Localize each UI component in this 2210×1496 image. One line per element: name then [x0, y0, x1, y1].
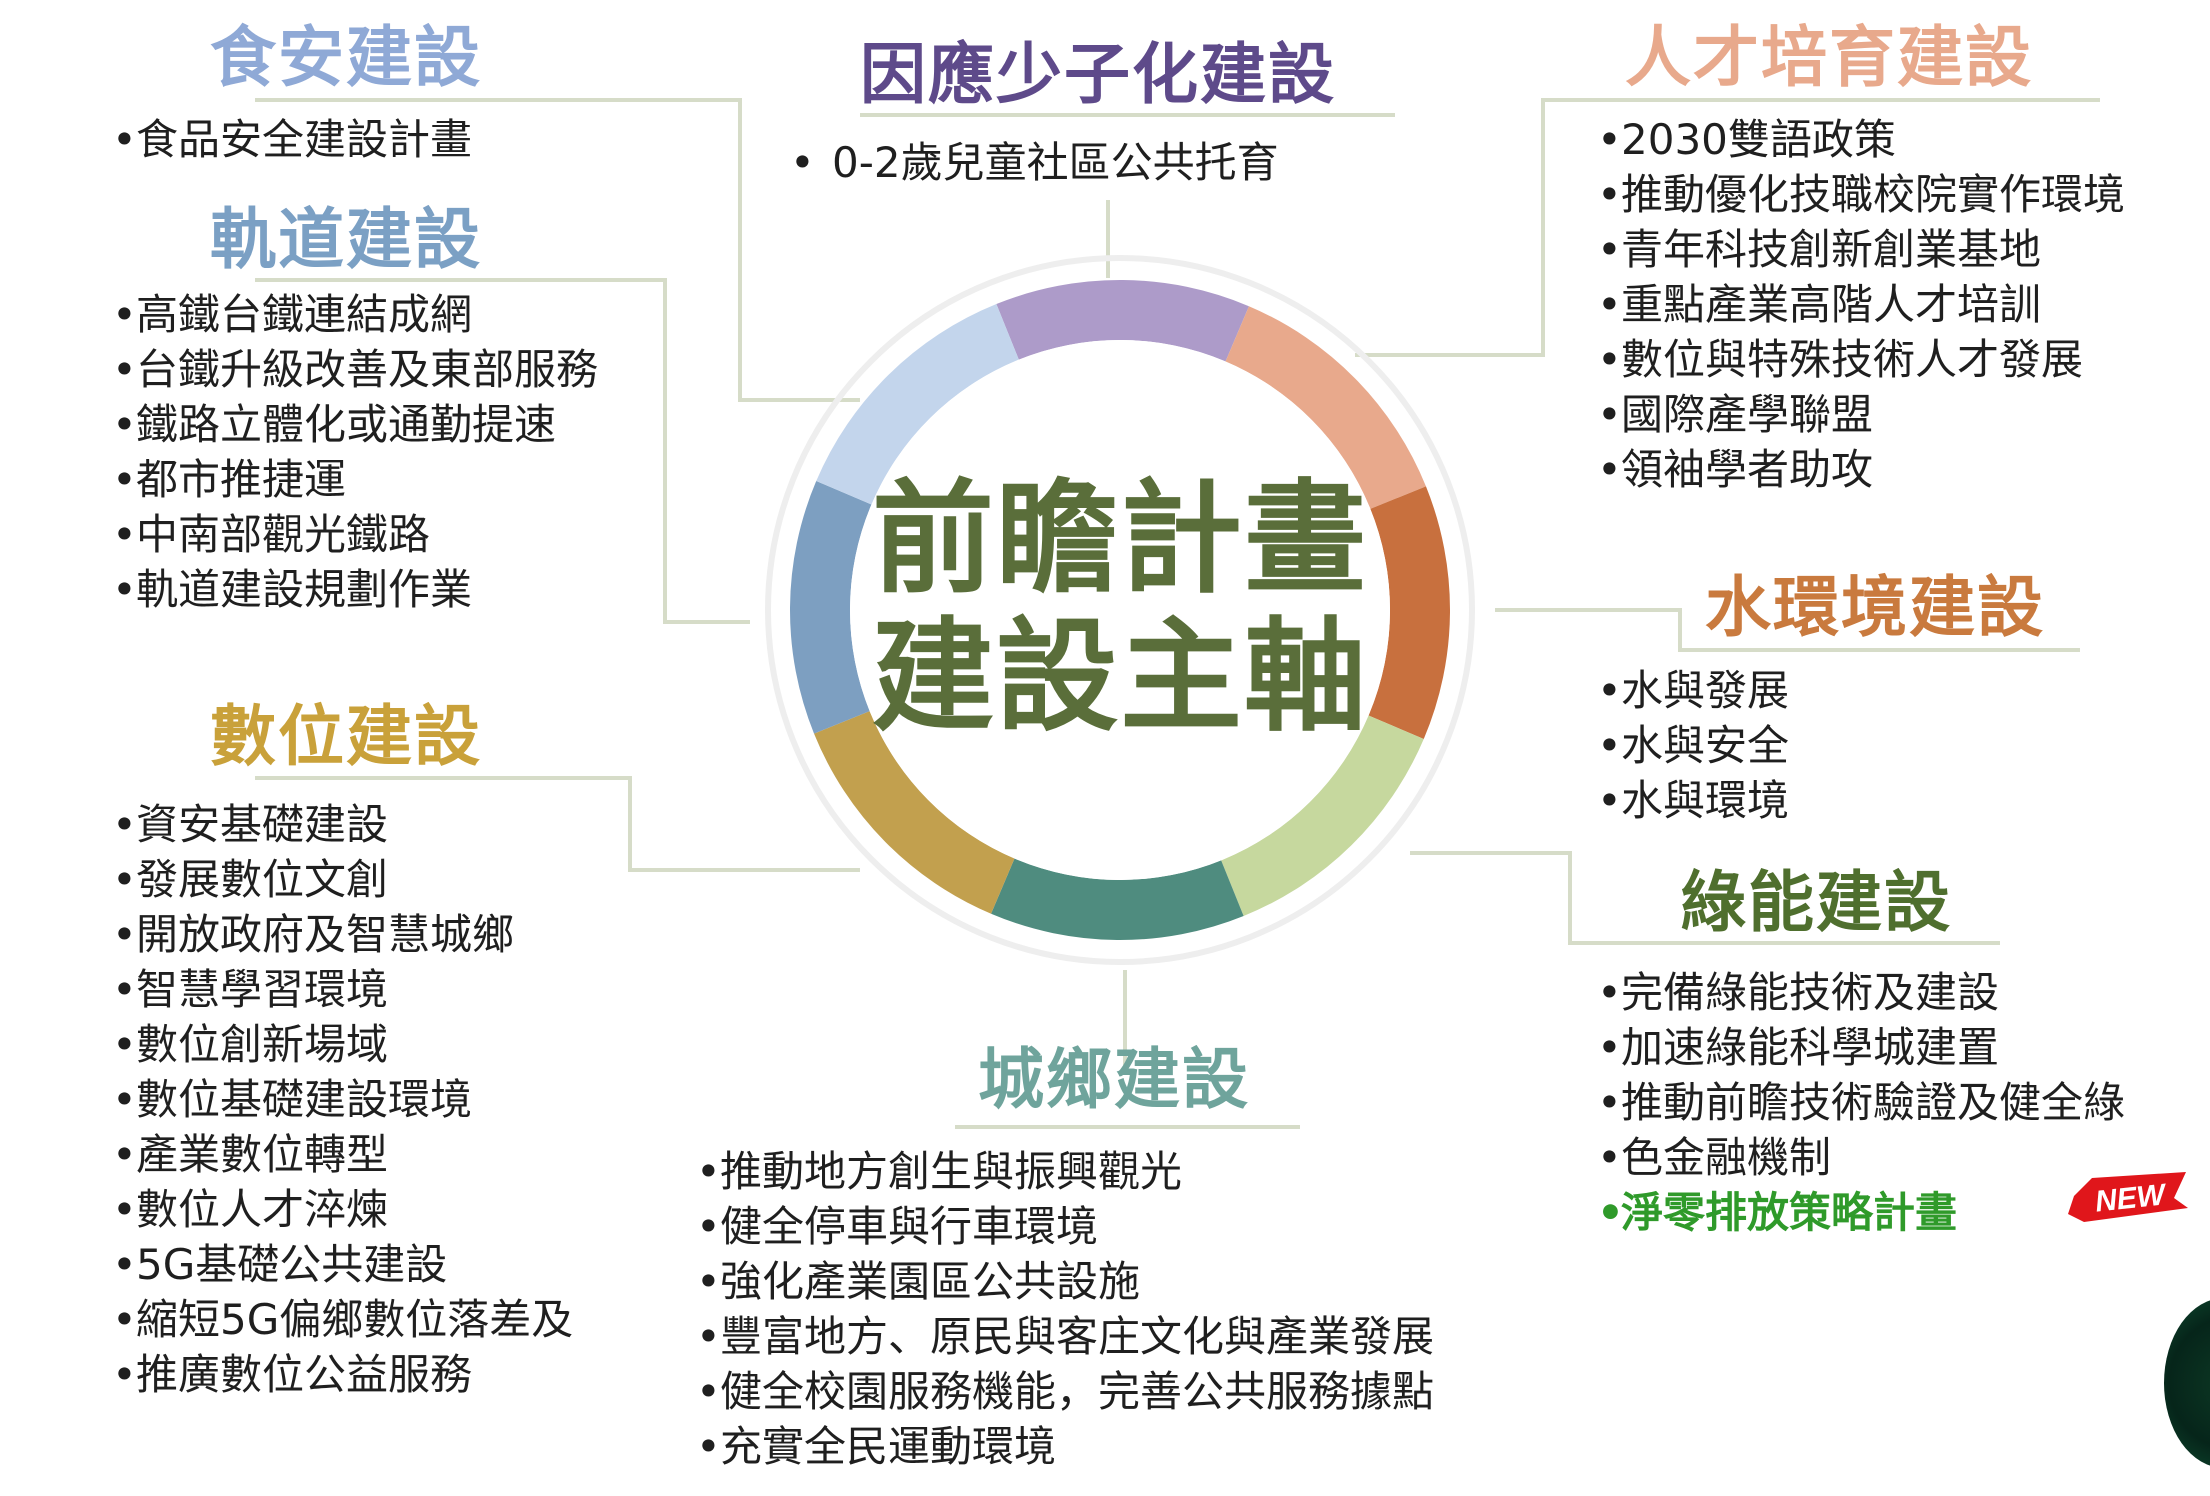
category-title: 數位建設 — [210, 698, 482, 775]
list-item: 縮短5G偏鄉數位落差及 — [112, 1292, 573, 1347]
list-item: 開放政府及智慧城鄉 — [112, 907, 573, 962]
green-energy-list: 完備綠能技術及建設 加速綠能科學城建置 推動前瞻技術驗證及健全綠 色金融機制 淨… — [1597, 965, 2125, 1240]
food-safety-list: 食品安全建設計畫 — [112, 112, 472, 167]
list-item: 2030雙語政策 — [1597, 112, 2125, 167]
connector-green — [1410, 851, 2000, 945]
list-item-continuation-text: 色金融機制 — [1621, 1133, 1832, 1182]
list-item: 領袖學者助攻 — [1597, 442, 2125, 497]
list-item: 青年科技創新創業基地 — [1597, 222, 2125, 277]
list-item: 食品安全建設計畫 — [112, 112, 472, 167]
list-item: 水與環境 — [1597, 773, 1789, 828]
category-title: 人才培育建設 — [1625, 19, 2033, 96]
category-title: 軌道建設 — [210, 201, 482, 278]
ring-center — [850, 340, 1390, 880]
list-item: 推動前瞻技術驗證及健全綠 — [1597, 1075, 2125, 1130]
list-item: 豐富地方、原民與客庄文化與產業發展 — [696, 1309, 1434, 1364]
category-water: 水環境建設 — [1705, 568, 2045, 648]
category-childcare: 因應少子化建設 — [860, 35, 1336, 115]
list-item: 數位人才淬煉 — [112, 1182, 573, 1237]
ring-segment — [996, 280, 1249, 362]
urban-rural-list: 推動地方創生與振興觀光 健全停車與行車環境 強化產業園區公共設施 豐富地方、原民… — [696, 1144, 1434, 1474]
list-item: 智慧學習環境 — [112, 962, 573, 1017]
list-item: 0-2歲兒童社區公共托育 — [790, 135, 1279, 190]
category-title: 因應少子化建設 — [860, 36, 1336, 113]
category-food-safety: 食安建設 — [210, 18, 482, 98]
list-item: 產業數位轉型 — [112, 1127, 573, 1182]
list-item: 資安基礎建設 — [112, 797, 573, 852]
center-title-line1: 前瞻計畫 — [872, 468, 1368, 610]
list-item: 數位與特殊技術人才發展 — [1597, 332, 2125, 387]
ring-segment — [1225, 306, 1426, 509]
list-item: 發展數位文創 — [112, 852, 573, 907]
connector-water — [1495, 608, 2080, 652]
category-green-energy: 綠能建設 — [1680, 863, 1952, 943]
list-item: 國際產學聯盟 — [1597, 387, 2125, 442]
talent-list: 2030雙語政策 推動優化技職校院實作環境 青年科技創新創業基地 重點產業高階人… — [1597, 112, 2125, 497]
category-rail: 軌道建設 — [210, 200, 482, 280]
list-item: 台鐵升級改善及東部服務 — [112, 342, 598, 397]
list-item: 軌道建設規劃作業 — [112, 562, 598, 617]
list-item-continuation: 色金融機制 — [1597, 1130, 2125, 1185]
category-talent: 人才培育建設 — [1625, 18, 2033, 98]
ring-segment — [1221, 715, 1424, 916]
list-item: 重點產業高階人才培訓 — [1597, 277, 2125, 332]
digital-list: 資安基礎建設 發展數位文創 開放政府及智慧城鄉 智慧學習環境 數位創新場域 數位… — [112, 797, 573, 1402]
list-item: 充實全民運動環境 — [696, 1419, 1434, 1474]
category-digital: 數位建設 — [210, 697, 482, 777]
list-item-continuation: 推廣數位公益服務 — [112, 1347, 573, 1402]
new-badge-text: NEW — [2094, 1178, 2170, 1218]
list-item: 中南部觀光鐵路 — [112, 507, 598, 562]
ring-segment — [816, 304, 1019, 505]
list-item: 5G基礎公共建設 — [112, 1237, 573, 1292]
ring-segment — [1368, 486, 1450, 739]
category-title: 綠能建設 — [1680, 864, 1952, 941]
category-title: 水環境建設 — [1705, 569, 2045, 646]
list-item: 健全校園服務機能，完善公共服務據點 — [696, 1364, 1434, 1419]
category-title: 食安建設 — [210, 19, 482, 96]
list-item: 數位創新場域 — [112, 1017, 573, 1072]
list-item: 鐵路立體化或通勤提速 — [112, 397, 598, 452]
list-item: 高鐵台鐵連結成網 — [112, 287, 598, 342]
connector-talent — [1355, 98, 2100, 357]
list-item: 推動優化技職校院實作環境 — [1597, 167, 2125, 222]
category-title: 城鄉建設 — [978, 1041, 1250, 1118]
list-item-continuation-text: 推廣數位公益服務 — [136, 1350, 473, 1399]
list-item: 完備綠能技術及建設 — [1597, 965, 2125, 1020]
ring-segment — [814, 711, 1015, 914]
connector-digital — [255, 776, 860, 872]
water-list: 水與發展 水與安全 水與環境 — [1597, 663, 1789, 828]
category-urban-rural: 城鄉建設 — [978, 1040, 1250, 1120]
list-item-new: 淨零排放策略計畫 — [1597, 1185, 2125, 1240]
ring-segment — [790, 481, 872, 734]
list-item: 健全停車與行車環境 — [696, 1199, 1434, 1254]
list-item: 水與安全 — [1597, 718, 1789, 773]
ring-segment — [991, 858, 1244, 940]
list-item: 強化產業園區公共設施 — [696, 1254, 1434, 1309]
childcare-list: 0-2歲兒童社區公共托育 — [790, 135, 1279, 190]
list-item: 都市推捷運 — [112, 452, 598, 507]
rail-list: 高鐵台鐵連結成網 台鐵升級改善及東部服務 鐵路立體化或通勤提速 都市推捷運 中南… — [112, 287, 598, 617]
connector-rail — [255, 278, 750, 624]
list-item: 加速綠能科學城建置 — [1597, 1020, 2125, 1075]
list-item: 數位基礎建設環境 — [112, 1072, 573, 1127]
center-title-line2: 建設主軸 — [872, 606, 1368, 748]
new-badge: NEW — [2068, 1172, 2188, 1222]
connector-food-safety — [255, 98, 860, 402]
list-item: 水與發展 — [1597, 663, 1789, 718]
center-title: 前瞻計畫 建設主軸 — [870, 470, 1370, 746]
ring-halo — [765, 255, 1475, 965]
category-ring — [765, 255, 1475, 965]
list-item: 推動地方創生與振興觀光 — [696, 1144, 1434, 1199]
